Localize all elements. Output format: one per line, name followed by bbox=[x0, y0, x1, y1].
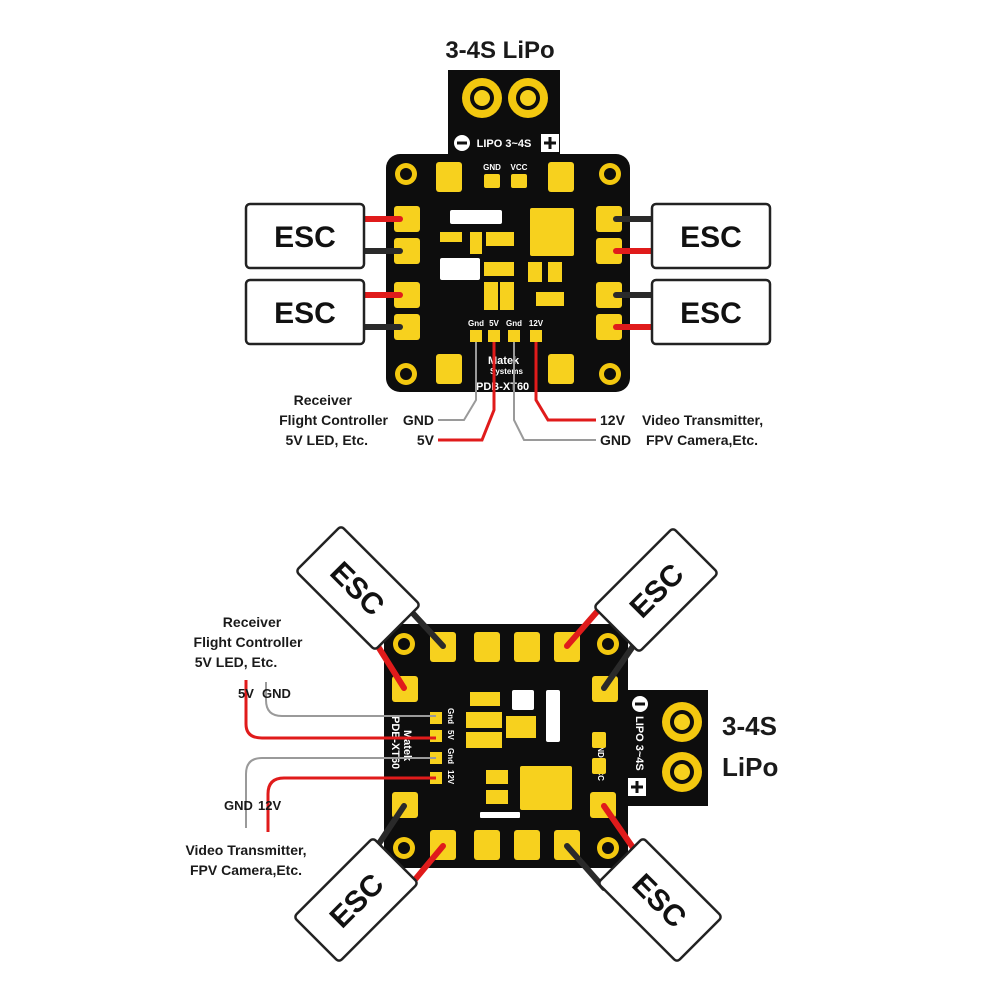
top-left-group-line3: 5V LED, Etc. bbox=[286, 432, 368, 448]
bottom-battery-terminal-negative bbox=[662, 752, 702, 792]
top-esc-wires bbox=[357, 216, 659, 330]
bottom-esc-top-left: ESC bbox=[296, 526, 420, 650]
bottom-bottom-12v-label: 12V bbox=[258, 798, 281, 813]
top-header-label-gnd2: Gnd bbox=[506, 319, 522, 328]
top-right-group-line2: FPV Camera,Etc. bbox=[646, 432, 758, 448]
top-battery-terminal-positive bbox=[508, 78, 548, 118]
top-left-group-line2: Flight Controller bbox=[279, 412, 388, 428]
top-esc-left-lower: ESC bbox=[244, 278, 366, 346]
bottom-top-group-line3: 5V LED, Etc. bbox=[195, 654, 277, 670]
bottom-pdb-board bbox=[384, 624, 628, 868]
bottom-gnd-silk: GND bbox=[596, 740, 605, 758]
top-esc-pads-right bbox=[596, 206, 622, 340]
bottom-battery-label-2: LiPo bbox=[722, 752, 778, 782]
top-esc-right-lower: ESC bbox=[650, 278, 772, 346]
top-battery-terminal-negative bbox=[462, 78, 502, 118]
bottom-top-gnd-label: GND bbox=[262, 686, 291, 701]
bottom-lipo-silk: LIPO 3~4S bbox=[633, 716, 645, 771]
top-signal-header: Gnd 5V Gnd 12V bbox=[468, 319, 544, 342]
top-left-gnd-label: GND bbox=[403, 412, 434, 428]
top-mount-holes bbox=[395, 163, 621, 385]
bottom-battery-label-1: 3-4S bbox=[722, 711, 777, 741]
esc-label: ESC bbox=[680, 221, 742, 254]
bottom-model-silk: PDB-XT60 bbox=[389, 716, 401, 769]
bottom-top-group-line1: Receiver bbox=[223, 614, 282, 630]
top-brand-silk: Matek bbox=[488, 355, 520, 367]
bottom-esc-bottom-right: ESC bbox=[598, 838, 722, 962]
top-vcc-silk: VCC bbox=[511, 163, 528, 172]
bottom-esc-bottom-left: ESC bbox=[294, 838, 418, 962]
top-left-5v-label: 5V bbox=[417, 432, 435, 448]
top-battery-label: 3-4S LiPo bbox=[445, 37, 554, 64]
top-right-gnd-label: GND bbox=[600, 432, 631, 448]
top-esc-pads-left bbox=[394, 206, 420, 340]
top-right-12v-label: 12V bbox=[600, 412, 626, 428]
esc-label: ESC bbox=[274, 297, 336, 330]
bottom-bottom-group-line2: FPV Camera,Etc. bbox=[190, 862, 302, 878]
top-lipo-silk: LIPO 3~4S bbox=[477, 138, 532, 150]
bottom-bottom-group-line1: Video Transmitter, bbox=[185, 842, 306, 858]
top-brand-sub-silk: Systems bbox=[490, 367, 523, 376]
top-left-group-line1: Receiver bbox=[294, 392, 353, 408]
bottom-signal-wires bbox=[244, 680, 436, 832]
bottom-header-label-5v: 5V bbox=[446, 730, 455, 740]
bottom-components bbox=[466, 690, 572, 818]
top-esc-right-upper: ESC bbox=[650, 202, 772, 270]
bottom-bottom-gnd-label: GND bbox=[224, 798, 253, 813]
top-signal-wires bbox=[438, 342, 596, 442]
bottom-top-group-line2: Flight Controller bbox=[194, 634, 303, 650]
top-model-silk: PDB-XT60 bbox=[476, 381, 529, 393]
top-header-label-5v: 5V bbox=[489, 319, 499, 328]
top-diagram: 3-4S LiPo LIPO 3~4S bbox=[244, 37, 772, 448]
bottom-mount-holes bbox=[393, 633, 619, 859]
top-esc-left-upper: ESC bbox=[244, 202, 366, 270]
bottom-header-label-12v: 12V bbox=[446, 770, 455, 785]
esc-label: ESC bbox=[680, 297, 742, 330]
bottom-top-5v-label: 5V bbox=[238, 686, 254, 701]
bottom-battery-terminal-positive bbox=[662, 702, 702, 742]
bottom-header-label-gnd2: Gnd bbox=[446, 748, 455, 764]
bottom-esc-top-right: ESC bbox=[594, 528, 718, 652]
top-via-pads bbox=[436, 162, 574, 384]
bottom-header-label-gnd1: Gnd bbox=[446, 708, 455, 724]
top-right-group-line1: Video Transmitter, bbox=[642, 412, 763, 428]
esc-label: ESC bbox=[274, 221, 336, 254]
top-header-label-12v: 12V bbox=[529, 319, 544, 328]
top-gnd-silk: GND bbox=[483, 163, 501, 172]
bottom-diagram: LIPO 3~4S 3-4S LiPo bbox=[185, 526, 778, 962]
top-components bbox=[440, 208, 574, 310]
top-header-label-gnd1: Gnd bbox=[468, 319, 484, 328]
